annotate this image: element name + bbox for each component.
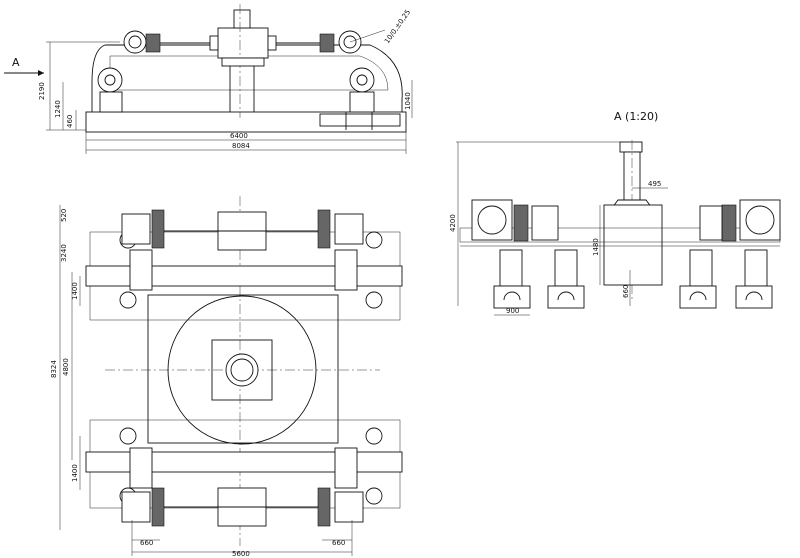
base-block-1 xyxy=(493,285,531,309)
dim-660: 660 xyxy=(622,285,630,298)
dim-660-left: 660 xyxy=(140,539,153,547)
dim-1400-upper: 1400 xyxy=(71,282,79,300)
dim-8324: 8324 xyxy=(50,360,58,378)
dim-1480: 1480 xyxy=(592,238,600,256)
dim-6400: 6400 xyxy=(230,132,248,140)
right-section-motor xyxy=(739,199,781,241)
dim-1240: 1240 xyxy=(54,100,62,118)
dim-4200: 4200 xyxy=(449,214,457,232)
center-gearbox xyxy=(217,27,269,59)
side-cylinder xyxy=(319,113,401,127)
upper-right-wheel xyxy=(365,231,383,249)
main-column-body xyxy=(603,204,663,286)
side-view: A 2190 1240 460 xyxy=(4,4,413,154)
main-platform xyxy=(147,294,339,444)
plan-view: 8324 4800 520 3240 1400 1400 660 5600 66… xyxy=(50,196,403,558)
section-view-a: A (1:20) xyxy=(449,110,781,316)
view-arrow-head xyxy=(38,70,44,76)
turntable xyxy=(167,295,317,445)
right-wheel xyxy=(349,67,375,93)
dim-900: 900 xyxy=(506,307,519,315)
view-label-a: A xyxy=(12,56,20,69)
dim-1400-lower: 1400 xyxy=(71,464,79,482)
dim-495: 495 xyxy=(648,180,661,188)
dim-660-right: 660 xyxy=(332,539,345,547)
dim-5600: 5600 xyxy=(232,550,250,558)
base-block-4 xyxy=(735,285,773,309)
left-drive-motor xyxy=(123,30,147,54)
lower-bogie-beam xyxy=(85,451,403,473)
dim-3240: 3240 xyxy=(60,244,68,262)
dim-2190: 2190 xyxy=(38,82,46,100)
base-block-2 xyxy=(547,285,585,309)
dim-4800: 4800 xyxy=(62,358,70,376)
left-wheel xyxy=(97,67,123,93)
side-frame-outline xyxy=(91,44,403,119)
base-block-3 xyxy=(679,285,717,309)
dim-520: 520 xyxy=(60,209,68,222)
left-section-motor xyxy=(471,199,513,241)
section-title: A (1:20) xyxy=(614,110,658,123)
dim-angle: 10/0,±0,25 xyxy=(383,8,412,45)
dim-1040: 1040 xyxy=(404,92,412,110)
dim-460: 460 xyxy=(66,115,74,128)
column-cap xyxy=(619,141,643,153)
dim-8084: 8084 xyxy=(232,142,250,150)
upper-bogie-beam xyxy=(85,265,403,287)
hub-square xyxy=(211,339,273,401)
lower-right-wheel xyxy=(365,427,383,445)
lower-left-wheel xyxy=(119,427,137,445)
